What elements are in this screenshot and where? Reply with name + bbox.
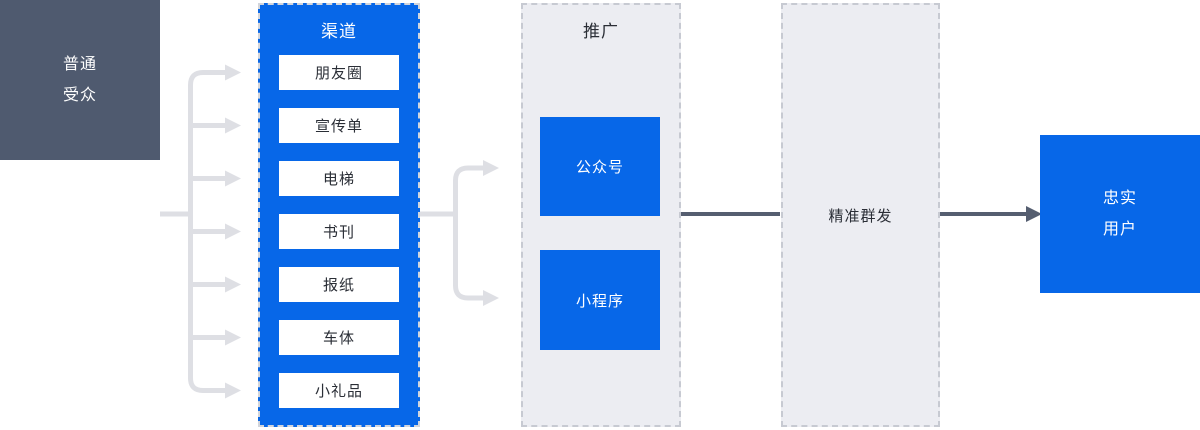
channel-item-gift: 小礼品 <box>279 373 399 408</box>
mass-send-label: 精准群发 <box>828 207 893 225</box>
fanout-left-arrowheads <box>225 64 241 399</box>
channel-item-flyer: 宣传单 <box>279 108 399 143</box>
channels-panel: 渠道 朋友圈 宣传单 电梯 书刊 报纸 车体 小礼品 <box>258 3 420 427</box>
main-axis-arrowhead <box>1026 206 1042 222</box>
loyal-users-line1: 忠实 <box>1102 190 1137 207</box>
audience-box-line2: 受众 <box>62 87 97 104</box>
fanout-left-arrows <box>160 70 226 393</box>
loyal-users-box: 忠实 用户 <box>1040 135 1200 293</box>
promotion-panel: 推广 公众号 小程序 <box>521 3 681 427</box>
audience-box: 普通 受众 <box>0 0 160 160</box>
channels-panel-title: 渠道 <box>321 22 357 41</box>
channel-list: 朋友圈 宣传单 电梯 书刊 报纸 车体 小礼品 <box>260 55 418 408</box>
split-promo-arrows <box>420 165 484 301</box>
channel-item-elevator: 电梯 <box>279 161 399 196</box>
promotion-panel-title: 推广 <box>583 22 619 41</box>
channel-item-vehicle: 车体 <box>279 320 399 355</box>
promotion-item-mini-program: 小程序 <box>540 250 660 350</box>
loyal-users-line2: 用户 <box>1102 221 1137 238</box>
channel-item-newspaper: 报纸 <box>279 267 399 302</box>
audience-box-line1: 普通 <box>62 56 97 73</box>
channel-item-moments: 朋友圈 <box>279 55 399 90</box>
mass-send-panel: 精准群发 <box>781 3 940 427</box>
promotion-item-official-account: 公众号 <box>540 117 660 216</box>
split-promo-arrowheads <box>483 160 499 306</box>
channel-item-books: 书刊 <box>279 214 399 249</box>
